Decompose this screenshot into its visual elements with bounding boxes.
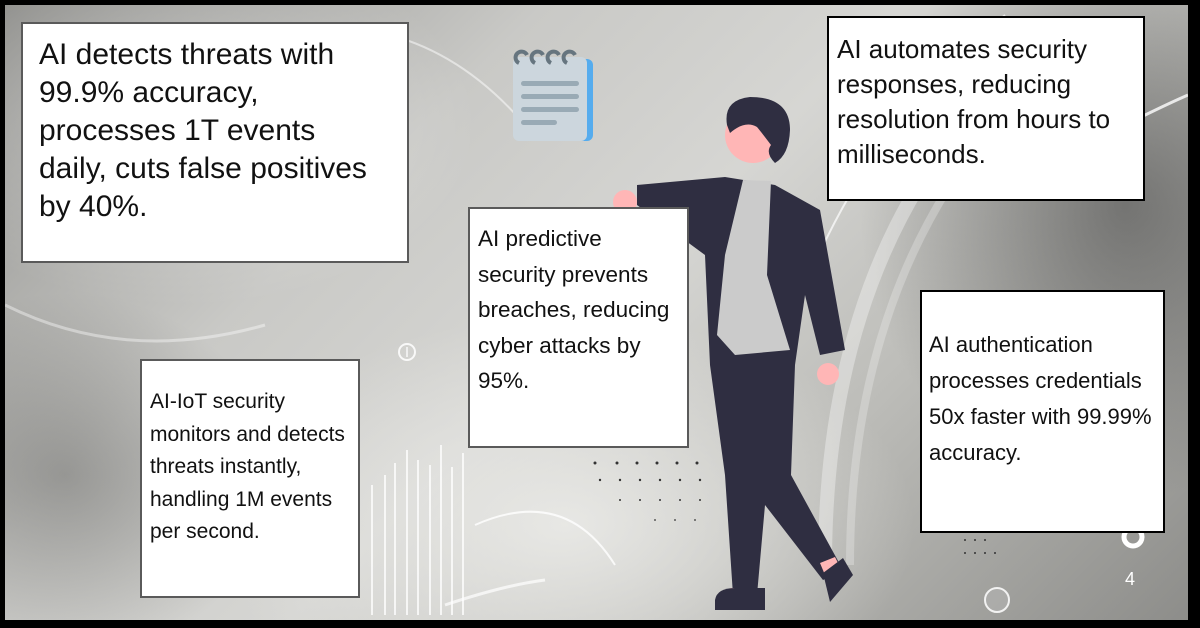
authentication-text: AI authentication processes credentials … [929, 332, 1152, 465]
iot-security-card: AI-IoT security monitors and detects thr… [140, 359, 360, 598]
infographic-canvas: 4 AI detects threa [5, 5, 1188, 620]
background-digit: 4 [1125, 569, 1135, 589]
automated-response-text: AI automates security responses, reducin… [837, 34, 1111, 169]
person-illustration [613, 97, 853, 610]
predictive-security-text: AI predictive security prevents breaches… [478, 226, 670, 393]
threat-detection-card: AI detects threats with 99.9% accuracy, … [21, 22, 409, 263]
authentication-card: AI authentication processes credentials … [920, 290, 1165, 533]
spiral-notepad-icon [513, 49, 593, 141]
automated-response-card: AI automates security responses, reducin… [827, 16, 1145, 201]
iot-security-text: AI-IoT security monitors and detects thr… [150, 390, 345, 543]
threat-detection-text: AI detects threats with 99.9% accuracy, … [39, 38, 367, 223]
predictive-security-card: AI predictive security prevents breaches… [468, 207, 689, 448]
